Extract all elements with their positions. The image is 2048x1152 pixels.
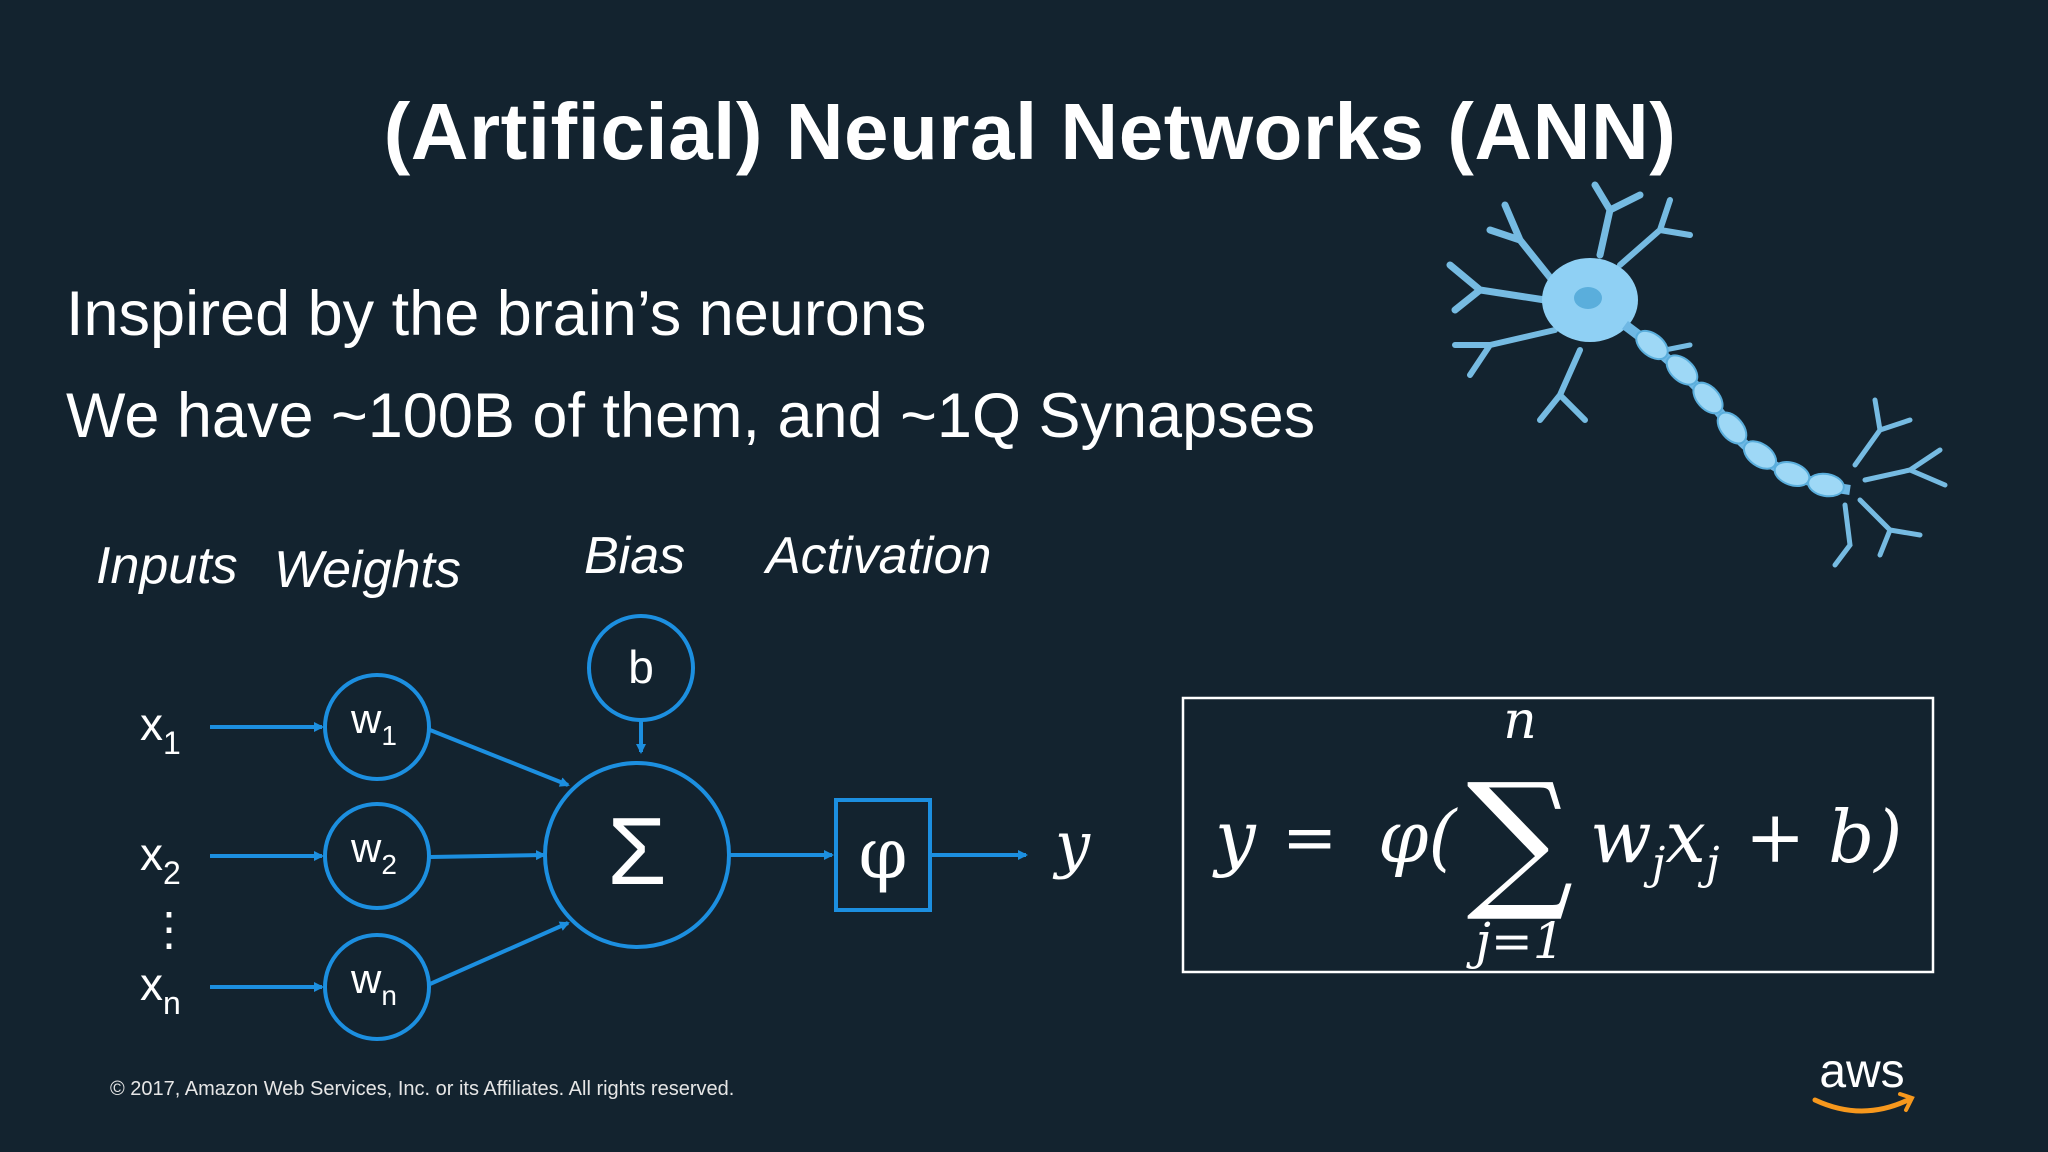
input-x1: x1 bbox=[140, 698, 181, 761]
slide-title: (Artificial) Neural Networks (ANN) bbox=[383, 87, 1677, 176]
weight-wn: wn bbox=[350, 955, 397, 1011]
weight-arrow-2 bbox=[429, 850, 546, 861]
weight-w2: w2 bbox=[350, 824, 397, 880]
input-x2: x2 bbox=[140, 828, 181, 891]
aws-arrow-icon bbox=[1898, 1092, 1915, 1112]
label-bias: Bias bbox=[584, 527, 686, 585]
copyright-text: © 2017, Amazon Web Services, Inc. or its… bbox=[110, 1078, 735, 1100]
formula-lhs: y bbox=[1212, 795, 1257, 879]
formula-lower-limit: j=1 bbox=[1465, 912, 1564, 970]
formula-sigma: ∑ bbox=[1466, 752, 1573, 926]
aws-smile-icon bbox=[1812, 1097, 1911, 1114]
aws-logo-text: aws bbox=[1819, 1045, 1904, 1098]
bullet-synapses: We have ~100B of them, and ~1Q Synapses bbox=[66, 381, 1316, 451]
formula-phi: φ( bbox=[1378, 795, 1458, 879]
activation-symbol: φ bbox=[858, 813, 907, 895]
output-symbol: y bbox=[1052, 808, 1091, 881]
formula-plus-b: + b) bbox=[1745, 795, 1902, 879]
weight-node-2 bbox=[323, 802, 431, 910]
label-inputs: Inputs bbox=[96, 537, 238, 595]
formula-equals: = bbox=[1282, 799, 1337, 876]
input-xn: xn bbox=[140, 958, 181, 1021]
bullet-inspired: Inspired by the brain’s neurons bbox=[66, 279, 927, 349]
weight-arrow-1 bbox=[429, 728, 570, 787]
formula-term: wjxj bbox=[1590, 795, 1720, 889]
weight-w1: w1 bbox=[350, 695, 397, 751]
weight-arrow-n bbox=[429, 921, 570, 986]
sum-node bbox=[543, 761, 731, 949]
label-activation: Activation bbox=[766, 527, 992, 585]
label-weights: Weights bbox=[274, 541, 461, 599]
bias-symbol: b bbox=[628, 641, 654, 693]
sum-symbol: Σ bbox=[607, 798, 666, 905]
formula-border bbox=[1181, 696, 1935, 974]
input-ellipsis: ⋮ bbox=[146, 903, 192, 955]
weight-node-1 bbox=[323, 673, 431, 781]
formula-upper-limit: n bbox=[1503, 691, 1537, 751]
weight-node-n bbox=[323, 933, 431, 1041]
